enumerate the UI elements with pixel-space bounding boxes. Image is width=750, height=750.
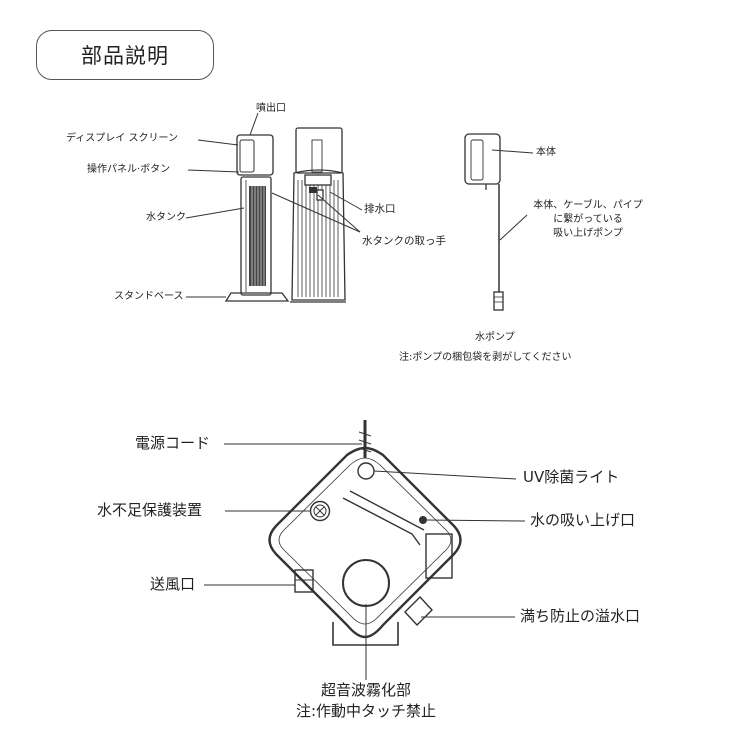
label-stand-base: スタンドベース xyxy=(114,291,184,302)
leader-lines xyxy=(185,112,534,680)
label-uv-light: UV除菌ライト xyxy=(523,468,620,486)
page-title: 部品説明 xyxy=(36,30,214,80)
label-low-water-protection: 水不足保護装置 xyxy=(97,501,203,519)
label-display: ディスプレイ スクリーン xyxy=(66,133,178,144)
label-pump-desc-2: に繋がっている xyxy=(553,214,623,225)
label-power-cord: 電源コード xyxy=(135,434,211,452)
label-ultrasonic-note: 注:作動中タッチ禁止 xyxy=(295,702,437,720)
base-top-view-drawing xyxy=(268,420,462,646)
label-overflow: 満ち防止の溢水口 xyxy=(520,607,641,625)
label-water-tank: 水タンク xyxy=(146,212,186,223)
label-water-intake: 水の吸い上げ口 xyxy=(530,511,636,529)
label-nozzle: 噴出口 xyxy=(256,103,286,114)
label-pump-note: 注:ポンプの梱包袋を剥がしてください xyxy=(399,352,572,363)
label-pump-desc-3: 吸い上げポンプ xyxy=(553,228,623,239)
back-unit-drawing xyxy=(290,127,346,303)
label-water-pump: 水ポンプ xyxy=(475,332,515,343)
label-pump-desc-1: 本体、ケーブル、パイプ xyxy=(533,200,643,211)
label-ultrasonic: 超音波霧化部 xyxy=(320,681,411,699)
pump-body-drawing xyxy=(464,133,504,311)
label-drain: 排水口 xyxy=(364,203,396,215)
label-main-body: 本体 xyxy=(536,147,556,158)
front-unit-drawing xyxy=(224,134,290,302)
label-air-outlet: 送風口 xyxy=(150,575,196,593)
label-control-panel: 操作パネル·ボタン xyxy=(87,164,171,175)
label-tank-handle: 水タンクの取っ手 xyxy=(362,235,446,247)
